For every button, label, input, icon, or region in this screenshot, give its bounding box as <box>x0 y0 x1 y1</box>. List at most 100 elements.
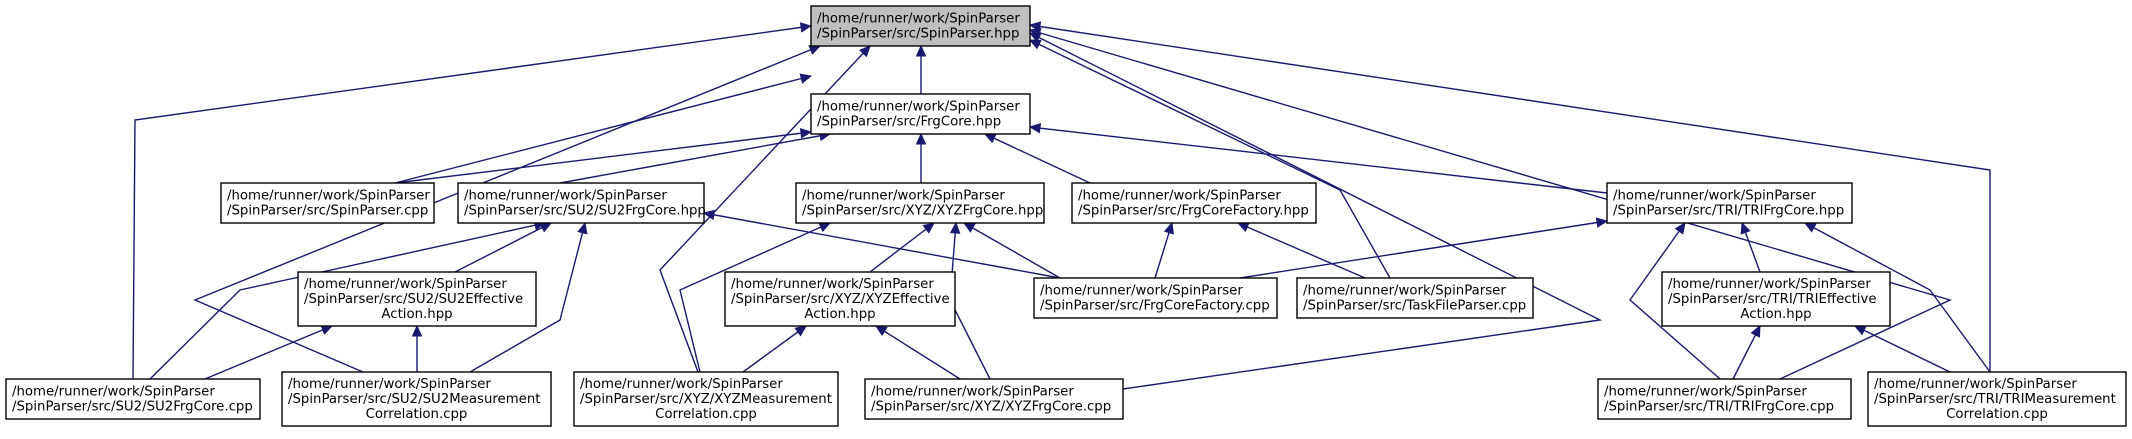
node-label-line: /SpinParser/src/SpinParser.hpp <box>817 27 1019 42</box>
node-label-line: /SpinParser/src/TRI/TRIFrgCore.hpp <box>1613 204 1844 219</box>
edge-line <box>1237 222 1366 279</box>
node-label-line: /home/runner/work/SpinParser <box>304 277 507 292</box>
file-node-frgcorefactory_cpp[interactable]: /home/runner/work/SpinParser/SpinParser/… <box>1033 277 1278 319</box>
node-label-line: /SpinParser/src/TRI/TRIFrgCore.cpp <box>1604 400 1834 415</box>
dependency-edge-xyzmeasurement_cpp-to-spinparser_hpp <box>659 45 871 373</box>
file-node-spinparser_cpp[interactable]: /home/runner/work/SpinParser/SpinParser/… <box>220 182 435 224</box>
arrowhead-icon <box>1674 222 1686 235</box>
edge-line <box>1029 39 1391 279</box>
file-node-xyzmeasurement_cpp[interactable]: /home/runner/work/SpinParser/SpinParser/… <box>573 371 839 427</box>
arrowhead-icon <box>799 22 813 33</box>
file-node-xyzfrgcore_hpp[interactable]: /home/runner/work/SpinParser/SpinParser/… <box>795 182 1045 224</box>
edge-line <box>1239 220 1608 279</box>
node-label-line: Action.hpp <box>381 307 452 322</box>
edge-line <box>679 222 831 373</box>
edge-line <box>875 325 961 380</box>
node-label-line: /home/runner/work/SpinParser <box>580 377 783 392</box>
node-label-line: /home/runner/work/SpinParser <box>1613 189 1816 204</box>
arrowhead-icon <box>808 45 822 55</box>
edge-line <box>703 212 1061 279</box>
node-label-line: Action.hpp <box>804 307 875 322</box>
node-label-line: /SpinParser/src/TRI/TRIMeasurement <box>1874 392 2116 407</box>
arrowhead-icon <box>702 209 716 221</box>
node-box <box>5 378 261 420</box>
file-node-su2frgcore_hpp[interactable]: /home/runner/work/SpinParser/SpinParser/… <box>457 182 706 224</box>
dependency-edge-frgcorefactory_cpp-to-trifrgcore_hpp <box>1239 217 1609 279</box>
dependency-edge-trifrgcore_cpp-to-trifrgcore_hpp <box>1629 222 1721 380</box>
file-node-xyzeffective_hpp[interactable]: /home/runner/work/SpinParser/SpinParser/… <box>724 271 956 327</box>
dependency-edge-frgcorefactory_cpp-to-su2frgcore_hpp <box>702 209 1061 279</box>
node-layer: /home/runner/work/SpinParser/SpinParser/… <box>5 5 2127 427</box>
dependency-edge-trifrgcore_hpp-to-frgcore_hpp <box>1028 122 1608 194</box>
file-node-trieffective_hpp[interactable]: /home/runner/work/SpinParser/SpinParser/… <box>1661 271 1891 327</box>
arrowhead-icon <box>915 132 927 145</box>
arrowhead-icon <box>983 133 997 144</box>
edge-line <box>559 133 831 184</box>
edge-line <box>454 222 552 273</box>
node-box <box>810 5 1031 47</box>
dependency-edge-su2frgcore_cpp-to-su2effective_hpp <box>204 325 334 380</box>
file-node-su2frgcore_cpp[interactable]: /home/runner/work/SpinParser/SpinParser/… <box>5 378 261 420</box>
dependency-edge-frgcorefactory_hpp-to-frgcore_hpp <box>983 133 1091 184</box>
dependency-edge-trieffective_hpp-to-trifrgcore_hpp <box>1740 221 1761 273</box>
node-label-line: /SpinParser/src/FrgCoreFactory.hpp <box>1078 204 1309 219</box>
file-node-su2effective_hpp[interactable]: /home/runner/work/SpinParser/SpinParser/… <box>297 271 537 327</box>
node-label-line: Correlation.cpp <box>366 407 468 422</box>
node-label-line: /home/runner/work/SpinParser <box>1078 189 1281 204</box>
node-label-line: /home/runner/work/SpinParser <box>288 377 491 392</box>
arrowhead-icon <box>577 221 588 235</box>
file-node-taskfileparser_cpp[interactable]: /home/runner/work/SpinParser/SpinParser/… <box>1296 277 1534 319</box>
node-label-line: /home/runner/work/SpinParser <box>817 100 1020 115</box>
dependency-edge-taskfileparser_cpp-to-spinparser_hpp <box>1028 39 1391 279</box>
node-label-line: /SpinParser/src/SU2/SU2FrgCore.cpp <box>12 400 253 415</box>
arrowhead-icon <box>1853 325 1867 336</box>
edge-line <box>1029 32 1603 390</box>
node-label-line: /home/runner/work/SpinParser <box>12 385 215 400</box>
dependency-edge-trimeasurement_cpp-to-spinparser_hpp <box>1028 21 1991 372</box>
node-box <box>1867 371 2127 427</box>
edge-line <box>394 131 812 184</box>
file-node-frgcore_hpp[interactable]: /home/runner/work/SpinParser/SpinParser/… <box>810 93 1031 135</box>
node-box <box>220 182 435 224</box>
dependency-edge-su2frgcore_cpp-to-spinparser_hpp <box>132 22 813 380</box>
arrowhead-icon <box>1236 222 1250 233</box>
file-node-trifrgcore_cpp[interactable]: /home/runner/work/SpinParser/SpinParser/… <box>1597 378 1852 420</box>
node-label-line: /SpinParser/src/XYZ/XYZMeasurement <box>580 392 832 407</box>
node-box <box>1071 182 1317 224</box>
file-node-spinparser_hpp[interactable]: /home/runner/work/SpinParser/SpinParser/… <box>810 5 1031 47</box>
node-box <box>1606 182 1853 224</box>
edge-line <box>1029 29 1952 380</box>
file-node-trimeasurement_cpp[interactable]: /home/runner/work/SpinParser/SpinParser/… <box>1867 371 2127 427</box>
node-label-line: /home/runner/work/SpinParser <box>1303 284 1506 299</box>
file-node-su2measurement_cpp[interactable]: /home/runner/work/SpinParser/SpinParser/… <box>281 371 552 427</box>
node-label-line: /SpinParser/src/XYZ/XYZFrgCore.cpp <box>871 400 1111 415</box>
arrowhead-icon <box>922 222 935 234</box>
edge-line <box>1029 24 1991 372</box>
dependency-edge-su2effective_hpp-to-su2frgcore_hpp <box>454 222 553 273</box>
dependency-edge-su2measurement_cpp-to-su2effective_hpp <box>411 324 423 372</box>
file-node-trifrgcore_hpp[interactable]: /home/runner/work/SpinParser/SpinParser/… <box>1606 182 1853 224</box>
dependency-edge-frgcorefactory_cpp-to-frgcorefactory_hpp <box>1154 221 1174 279</box>
node-label-line: /home/runner/work/SpinParser <box>871 385 1074 400</box>
node-box <box>457 182 705 224</box>
node-box <box>281 371 552 427</box>
node-label-line: /home/runner/work/SpinParser <box>802 189 1005 204</box>
edge-line <box>394 75 812 184</box>
arrowhead-icon <box>411 324 423 337</box>
arrowhead-icon <box>858 45 871 58</box>
arrowhead-icon <box>799 73 813 84</box>
edge-line <box>1804 222 1991 373</box>
edge-line <box>742 325 807 373</box>
edge-line <box>949 222 991 380</box>
node-label-line: /SpinParser/src/SU2/SU2FrgCore.hpp <box>464 204 706 219</box>
arrowhead-icon <box>818 222 832 233</box>
arrowhead-icon <box>539 222 553 233</box>
file-node-frgcorefactory_hpp[interactable]: /home/runner/work/SpinParser/SpinParser/… <box>1071 182 1317 224</box>
arrowhead-icon <box>1028 39 1042 50</box>
dependency-edge-trimeasurement_cpp-to-trieffective_hpp <box>1853 325 1951 373</box>
file-node-xyzfrgcore_cpp[interactable]: /home/runner/work/SpinParser/SpinParser/… <box>864 378 1124 420</box>
arrowhead-icon <box>962 222 976 233</box>
arrowhead-icon <box>1803 222 1817 233</box>
node-label-line: /SpinParser/src/TaskFileParser.cpp <box>1303 299 1526 314</box>
node-label-line: /home/runner/work/SpinParser <box>731 277 934 292</box>
